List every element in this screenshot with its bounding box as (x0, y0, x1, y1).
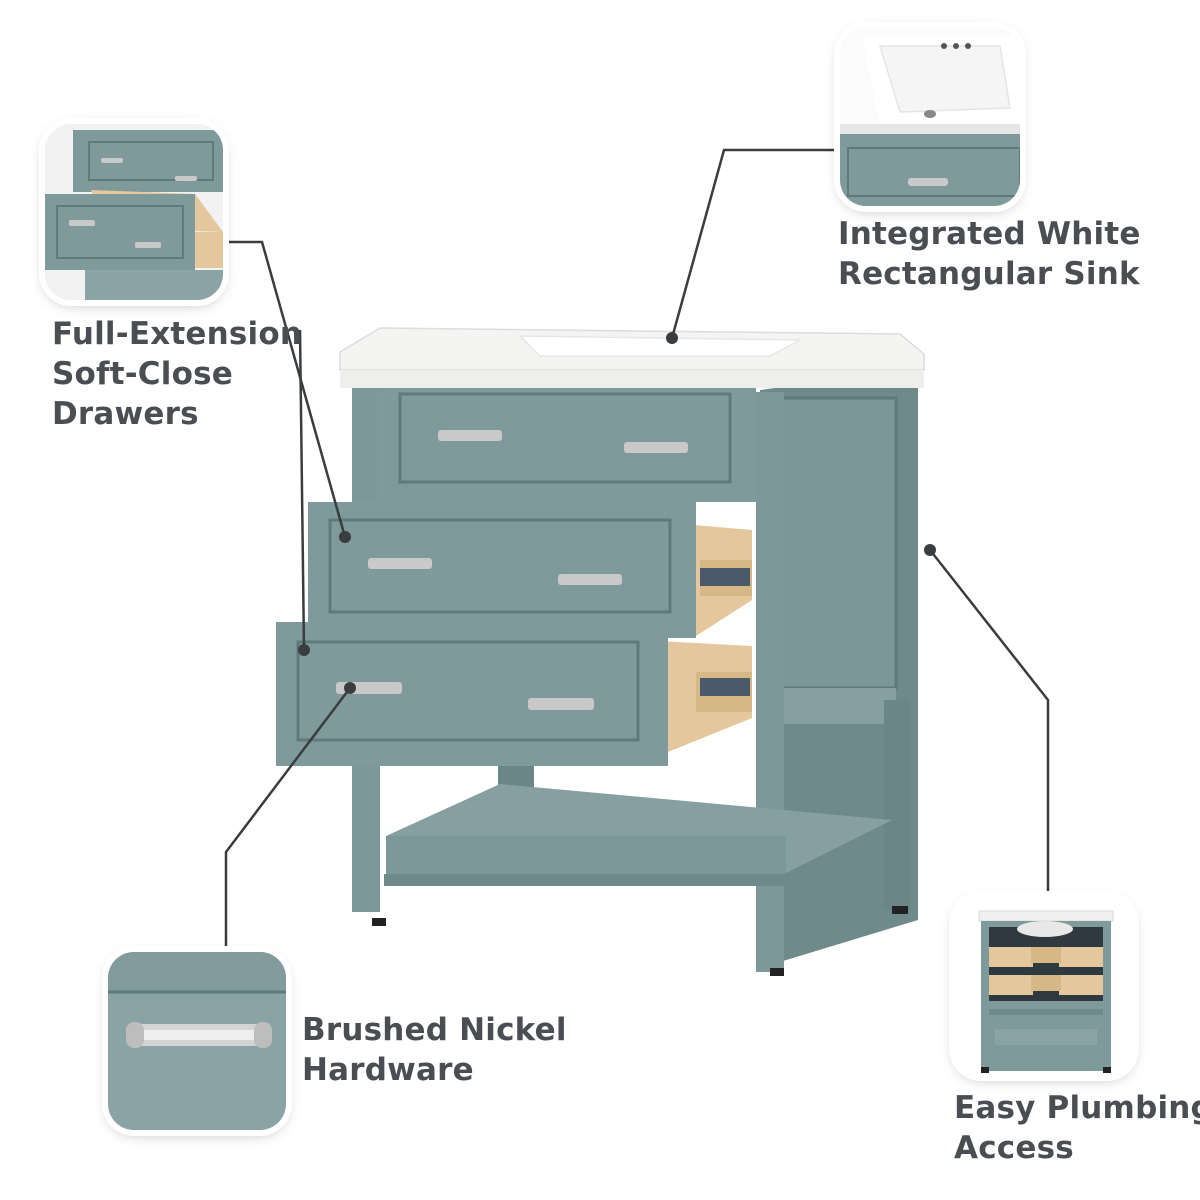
hardware-detail-thumbnail (108, 952, 286, 1130)
sink-detail-thumbnail (840, 28, 1020, 206)
leader-lines (222, 148, 1050, 952)
drawers-label-line-2: Soft-Close (52, 356, 233, 392)
plumbing-access-thumbnail (955, 897, 1133, 1075)
plumbing-callout-label: Easy Plumbing Access (954, 1088, 1200, 1168)
hardware-callout-label: Brushed Nickel Hardware (302, 1010, 567, 1090)
drawers-detail-thumbnail (45, 124, 223, 300)
drawers-label-line-1: Full-Extension (52, 316, 303, 352)
sink-label-line-1: Integrated White (838, 216, 1141, 252)
vanity-cabinet (276, 327, 925, 976)
hardware-label-line-2: Hardware (302, 1052, 474, 1088)
sink-label-line-2: Rectangular Sink (838, 256, 1140, 292)
drawers-label-line-3: Drawers (52, 396, 199, 432)
plumbing-label-line-2: Access (954, 1130, 1074, 1166)
leader-dots (298, 332, 936, 694)
hardware-label-line-1: Brushed Nickel (302, 1012, 567, 1048)
drawers-callout-label: Full-Extension Soft-Close Drawers (52, 314, 302, 434)
plumbing-label-line-1: Easy Plumbing (954, 1090, 1200, 1126)
sink-callout-label: Integrated White Rectangular Sink (838, 214, 1141, 294)
